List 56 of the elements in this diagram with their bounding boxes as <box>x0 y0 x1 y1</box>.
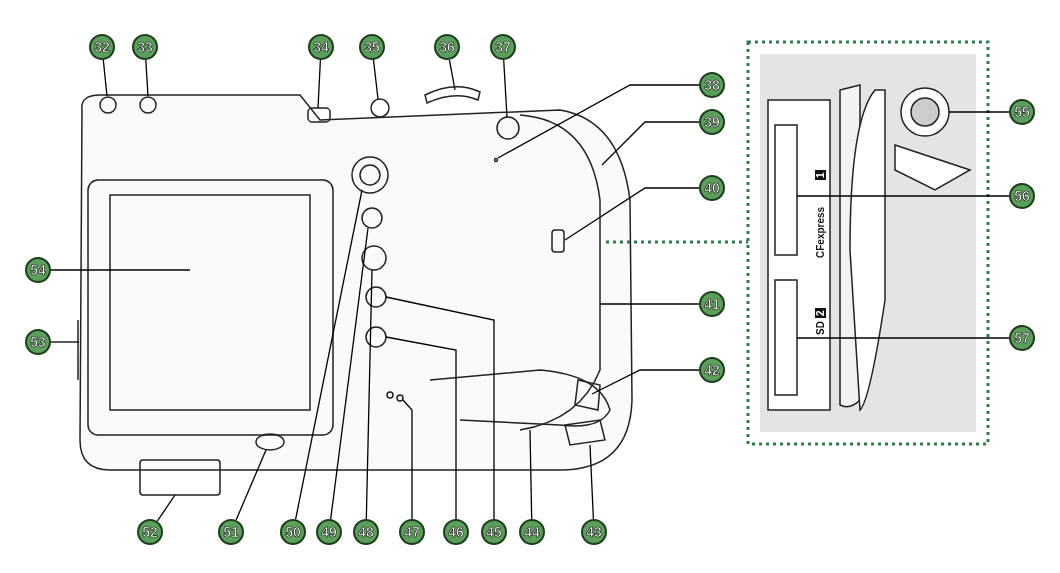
leader-line <box>564 187 700 241</box>
leader-line <box>156 494 176 522</box>
slot-label: SD <box>815 321 826 335</box>
leader-line <box>948 111 1010 113</box>
leader-line <box>385 296 495 520</box>
leader-line <box>599 303 700 305</box>
callout-number: 34 <box>308 34 334 60</box>
leader-line <box>402 399 413 520</box>
callout-number: 38 <box>699 72 725 98</box>
callout-number: 55 <box>1009 99 1035 125</box>
leader-line <box>50 341 80 343</box>
slot-number: 1 <box>815 170 826 180</box>
leader-line <box>330 227 369 520</box>
leader-line <box>796 337 1010 339</box>
leader-line <box>102 59 108 97</box>
leader-line <box>145 59 149 97</box>
leader-line <box>317 59 322 109</box>
leader-line <box>796 195 1010 197</box>
callout-number: 40 <box>699 175 725 201</box>
leader-line <box>601 121 700 166</box>
callout-number: 36 <box>434 34 460 60</box>
leader-line <box>448 59 456 91</box>
callout-number: 32 <box>89 34 115 60</box>
callout-number: 39 <box>699 109 725 135</box>
callout-number: 42 <box>699 357 725 383</box>
callout-number: 49 <box>316 519 342 545</box>
callout-number: 48 <box>353 519 379 545</box>
leader-line <box>385 336 457 520</box>
callout-number: 57 <box>1009 325 1035 351</box>
leader-line <box>591 369 700 395</box>
callout-number: 33 <box>132 34 158 60</box>
callout-number: 43 <box>581 519 607 545</box>
leader-line <box>372 59 379 100</box>
leader-line <box>365 269 373 520</box>
callout-number: 44 <box>519 519 545 545</box>
callout-number: 46 <box>443 519 469 545</box>
leader-line <box>50 269 191 271</box>
callout-number: 53 <box>25 329 51 355</box>
leader-line <box>589 444 595 520</box>
leader-line <box>503 59 508 118</box>
slot-number: 2 <box>815 308 826 318</box>
leader-line <box>497 84 700 159</box>
leader-line <box>529 429 533 520</box>
callout-number: 56 <box>1009 183 1035 209</box>
leader-line <box>294 189 363 520</box>
callout-number: 54 <box>25 257 51 283</box>
leader-line <box>235 449 267 521</box>
callout-number: 51 <box>218 519 244 545</box>
callout-number: 50 <box>280 519 306 545</box>
callout-number: 41 <box>699 291 725 317</box>
callout-number: 45 <box>481 519 507 545</box>
slot-label: CFexpress <box>815 206 826 258</box>
callout-number: 37 <box>490 34 516 60</box>
callout-number: 35 <box>359 34 385 60</box>
callout-number: 47 <box>399 519 425 545</box>
callout-number: 52 <box>137 519 163 545</box>
